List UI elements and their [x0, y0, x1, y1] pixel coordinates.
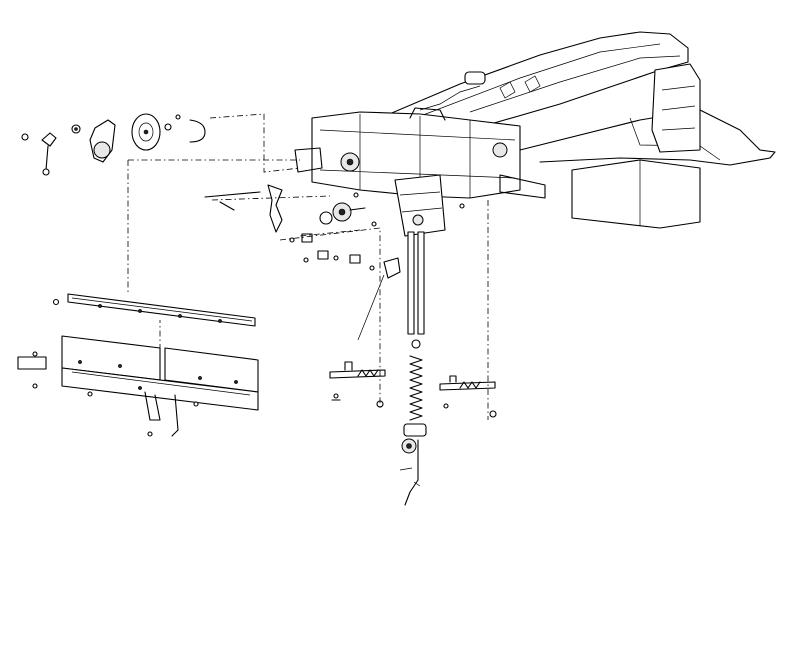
spring-bracket-right	[439, 375, 497, 418]
carriage-frame	[294, 107, 546, 237]
assembly-guide-lines	[127, 113, 489, 420]
mounting-plates	[17, 335, 259, 437]
sprocket-hardware	[21, 113, 206, 176]
track-rail	[52, 293, 256, 327]
spring-bracket-left	[329, 361, 386, 408]
drive-arm-assembly	[399, 231, 427, 506]
bracket-hardware	[204, 184, 465, 341]
